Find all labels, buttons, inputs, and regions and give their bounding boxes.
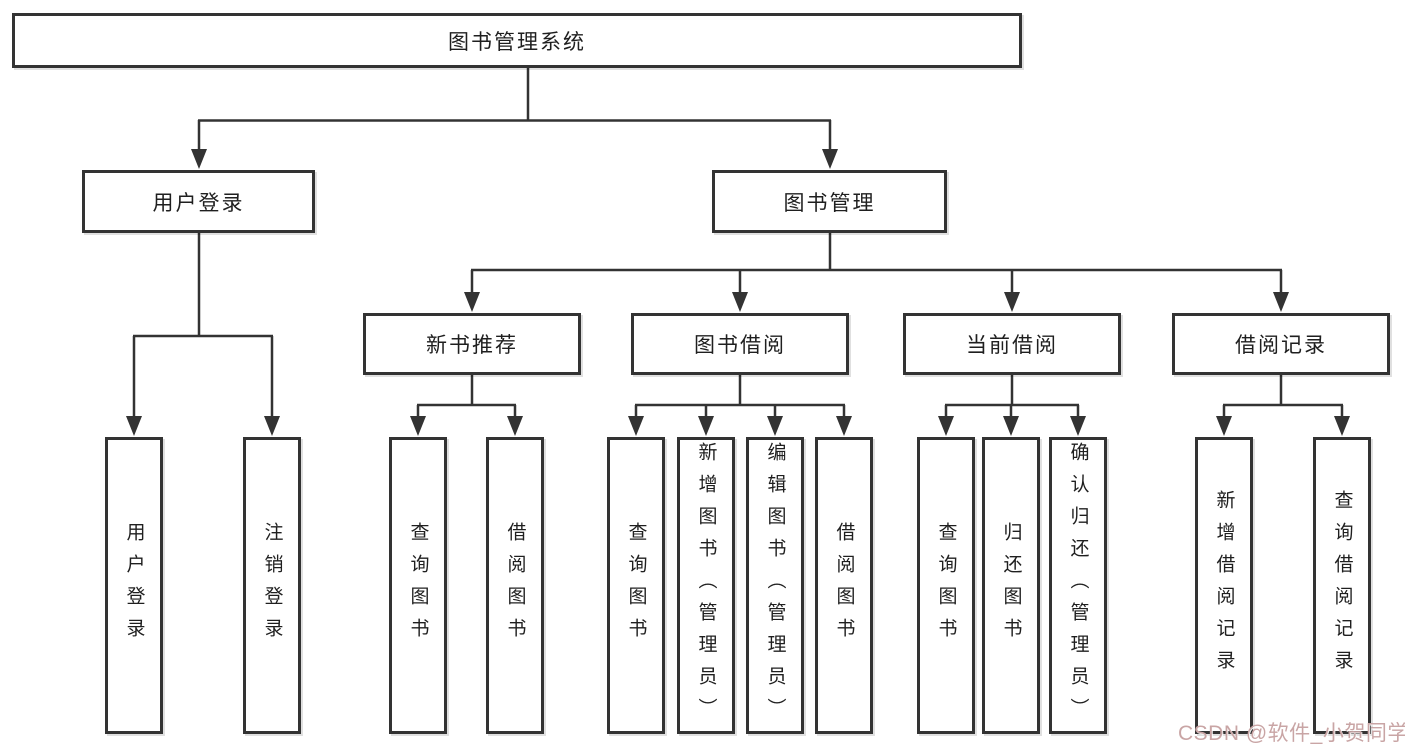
leaf-records-query-borrow-record: 查询借阅记录 bbox=[1313, 437, 1371, 734]
leaf-borrowing-borrow-books: 借阅图书 bbox=[815, 437, 873, 734]
node-label: 查询图书 bbox=[407, 521, 429, 650]
leaf-recommend-borrow-books: 借阅图书 bbox=[486, 437, 544, 734]
node-label: 借阅图书 bbox=[504, 521, 526, 650]
node-label: 新增图书（管理员） bbox=[695, 441, 717, 730]
node-label: 借阅记录 bbox=[1235, 334, 1327, 357]
leaf-logout: 注销登录 bbox=[243, 437, 301, 734]
node-label: 当前借阅 bbox=[966, 334, 1058, 357]
node-new-book-recommendation: 新书推荐 bbox=[363, 313, 581, 375]
node-label: 编辑图书（管理员） bbox=[764, 441, 786, 730]
node-book-management: 图书管理 bbox=[712, 170, 947, 233]
node-current-borrowing: 当前借阅 bbox=[903, 313, 1121, 375]
csdn-watermark: CSDN @软件_小贺同学 bbox=[1178, 722, 1405, 745]
leaf-current-query-books: 查询图书 bbox=[917, 437, 975, 734]
node-label: 查询图书 bbox=[935, 521, 957, 650]
leaf-user-login: 用户登录 bbox=[105, 437, 163, 734]
node-book-borrowing: 图书借阅 bbox=[631, 313, 849, 375]
node-label: 确认归还（管理员） bbox=[1067, 441, 1089, 730]
node-label: 用户登录 bbox=[123, 521, 145, 650]
node-label: 注销登录 bbox=[261, 521, 283, 650]
node-library-management-system: 图书管理系统 bbox=[12, 13, 1022, 68]
node-label: 新增借阅记录 bbox=[1213, 489, 1235, 682]
node-label: 图书管理 bbox=[783, 191, 876, 215]
leaf-borrowing-edit-book-admin: 编辑图书（管理员） bbox=[746, 437, 804, 734]
node-user-login: 用户登录 bbox=[82, 170, 315, 233]
leaf-borrowing-add-book-admin: 新增图书（管理员） bbox=[677, 437, 735, 734]
leaf-records-add-borrow-record: 新增借阅记录 bbox=[1195, 437, 1253, 734]
node-label: 图书借阅 bbox=[694, 334, 786, 357]
leaf-recommend-query-books: 查询图书 bbox=[389, 437, 447, 734]
leaf-current-confirm-return-admin: 确认归还（管理员） bbox=[1049, 437, 1107, 734]
node-label: 图书管理系统 bbox=[448, 30, 586, 54]
leaf-borrowing-query-books: 查询图书 bbox=[607, 437, 665, 734]
node-label: 归还图书 bbox=[1000, 521, 1022, 650]
node-label: 借阅图书 bbox=[833, 521, 855, 650]
node-label: 用户登录 bbox=[152, 191, 245, 215]
node-label: 查询图书 bbox=[625, 521, 647, 650]
node-label: 新书推荐 bbox=[426, 334, 518, 357]
node-label: 查询借阅记录 bbox=[1331, 489, 1353, 682]
node-borrowing-records: 借阅记录 bbox=[1172, 313, 1390, 375]
leaf-current-return-books: 归还图书 bbox=[982, 437, 1040, 734]
